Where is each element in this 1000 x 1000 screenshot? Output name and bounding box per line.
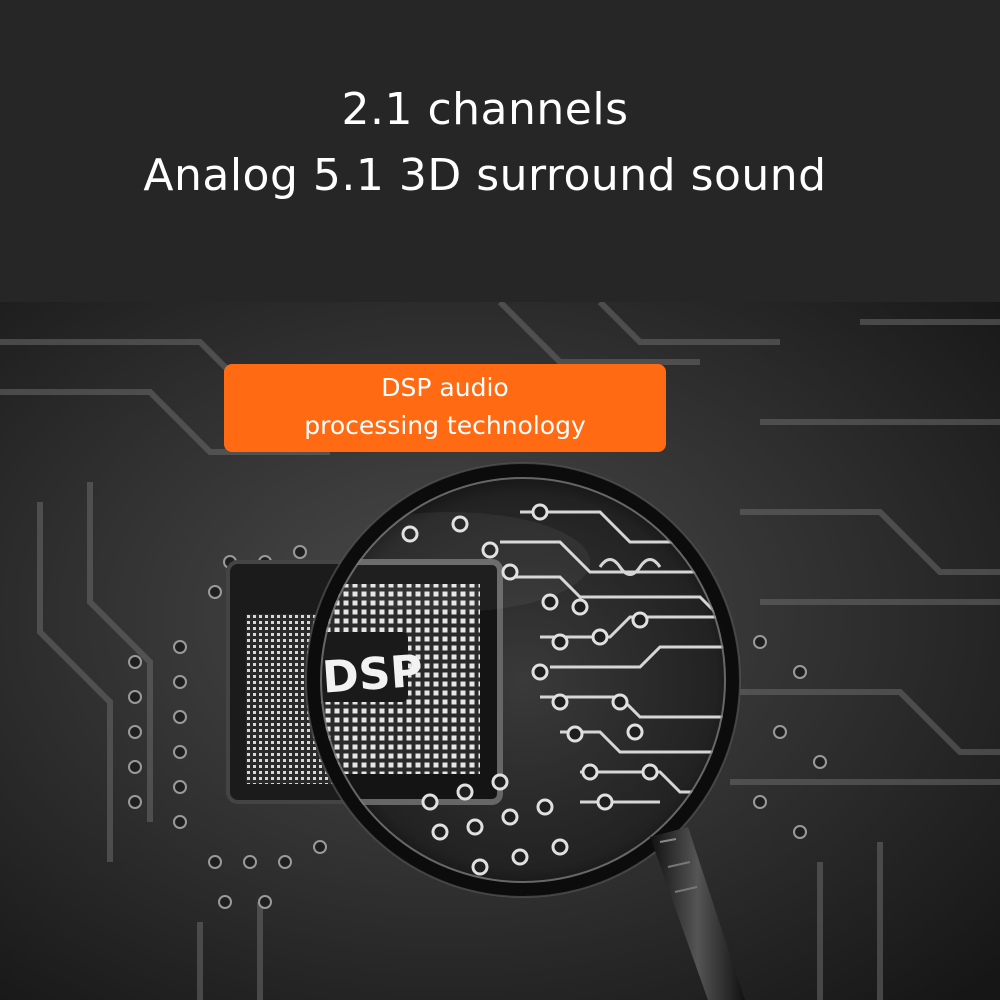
header-banner: 2.1 channels Analog 5.1 3D surround soun… — [0, 0, 1000, 302]
headline-surround: Analog 5.1 3D surround sound — [143, 150, 827, 201]
magnifying-glass-icon — [650, 827, 745, 1000]
feature-badge: DSP audio processing technology — [224, 364, 666, 452]
chip-label: DSP — [321, 646, 425, 704]
badge-line2: processing technology — [304, 411, 586, 440]
headline-channels: 2.1 channels — [341, 84, 629, 135]
badge-line1: DSP audio — [381, 373, 509, 402]
